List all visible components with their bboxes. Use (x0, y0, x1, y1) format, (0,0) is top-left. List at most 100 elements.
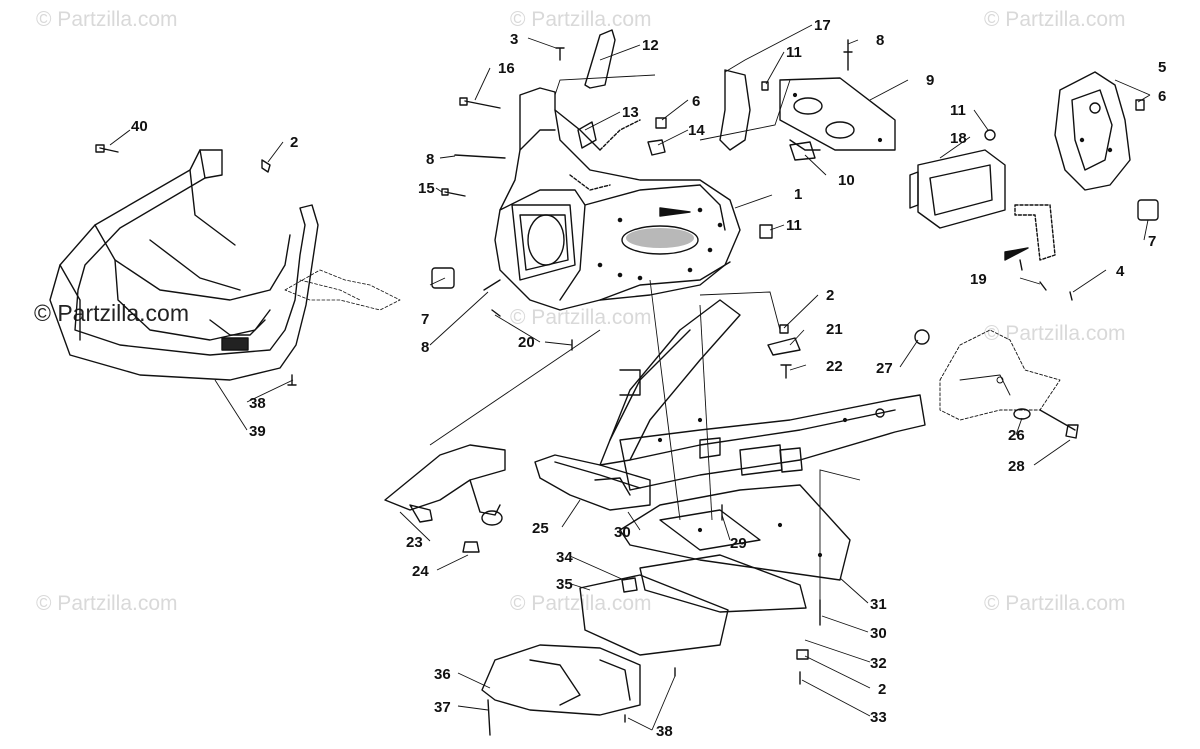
callout-20: 20 (518, 334, 535, 351)
front-bumper-part (49, 149, 319, 381)
tube-part (719, 69, 751, 151)
pin-part (843, 39, 853, 71)
plate-part (639, 554, 807, 613)
bolt-part (555, 47, 565, 61)
callout-9: 9 (926, 72, 934, 89)
callout-26: 26 (1008, 427, 1025, 444)
watermark: © Partzilla.com (510, 8, 652, 31)
callout-1: 1 (794, 186, 802, 203)
callout-34: 34 (556, 549, 573, 566)
grommet-part (1137, 199, 1159, 221)
plate-part (767, 337, 801, 356)
callout-30: 30 (870, 625, 887, 642)
clip-part (796, 649, 809, 660)
callout-7: 7 (1148, 233, 1156, 250)
callout-33: 33 (870, 709, 887, 726)
watermark: © Partzilla.com (510, 306, 652, 329)
callout-12: 12 (642, 37, 659, 54)
bolt-part (780, 364, 792, 379)
leader-lines (109, 24, 1151, 731)
dashed-frame-outline (939, 329, 1061, 421)
callout-11: 11 (786, 217, 802, 234)
callout-6: 6 (1158, 88, 1166, 105)
callout-6: 6 (692, 93, 700, 110)
bracket-part (1014, 204, 1056, 261)
callout-27: 27 (876, 360, 893, 377)
callout-10: 10 (838, 172, 855, 189)
callout-22: 22 (826, 358, 843, 375)
bracket-part (584, 29, 616, 89)
skid-plate-part (619, 484, 851, 581)
watermark: © Partzilla.com (984, 322, 1126, 345)
watermark: © Partzilla.com (984, 592, 1126, 615)
callout-24: 24 (412, 563, 429, 580)
fastener-part (441, 188, 466, 197)
callout-40: 40 (131, 118, 148, 135)
callout-31: 31 (870, 596, 887, 613)
bolt-part (487, 699, 491, 736)
screw-part (624, 667, 676, 723)
main-frame-part (599, 299, 926, 491)
callout-labels: 40 2 38 39 3 12 16 13 6 14 8 15 7 8 20 1… (131, 17, 1166, 740)
nut-part (761, 81, 769, 91)
watermark: © Partzilla.com (510, 592, 652, 615)
engine-mount-part (384, 444, 506, 526)
clip-part (779, 324, 789, 334)
watermark: © Partzilla.com (984, 8, 1126, 31)
clip-part (261, 159, 271, 173)
callout-2: 2 (290, 134, 298, 151)
callout-18: 18 (950, 130, 967, 147)
callout-37: 37 (434, 699, 451, 716)
callout-11: 11 (950, 102, 966, 119)
callout-2: 2 (826, 287, 834, 304)
callout-30: 30 (614, 524, 631, 541)
bolt-part (459, 97, 501, 109)
callout-4: 4 (1116, 263, 1125, 280)
pin-part (454, 154, 506, 159)
bracket-part (789, 141, 816, 161)
callout-32: 32 (870, 655, 887, 672)
callout-16: 16 (498, 60, 515, 77)
guard-part (481, 644, 641, 716)
callout-23: 23 (406, 534, 423, 551)
callout-7: 7 (421, 311, 429, 328)
pin-part (1019, 259, 1023, 271)
cross-member-part (534, 454, 651, 511)
callout-19: 19 (970, 271, 987, 288)
clip-part (759, 224, 773, 239)
plate-part (779, 77, 896, 151)
grommet-part (431, 267, 455, 289)
bolt-part (1039, 281, 1073, 301)
callout-38: 38 (249, 395, 266, 412)
nut-part (914, 329, 930, 345)
clip-part (647, 139, 666, 156)
callout-2: 2 (878, 681, 886, 698)
callout-38: 38 (656, 723, 673, 740)
nut-part (655, 117, 667, 129)
callout-17: 17 (814, 17, 831, 34)
washer-part (1013, 408, 1031, 420)
arrow-marker (1004, 247, 1029, 261)
callout-13: 13 (622, 104, 639, 121)
callout-5: 5 (1158, 59, 1166, 76)
callout-8: 8 (876, 32, 884, 49)
callout-29: 29 (730, 535, 747, 552)
bolt-part (95, 144, 119, 153)
front-bulkhead-part (494, 87, 741, 311)
mount-bracket-part (1054, 71, 1145, 191)
clip-part (621, 577, 638, 593)
watermark: © Partzilla.com (36, 592, 178, 615)
plate-part (579, 574, 729, 656)
callout-39: 39 (249, 423, 266, 440)
dashed-frame-outline (284, 269, 401, 311)
watermark-main: © Partzilla.com (34, 300, 189, 326)
callout-8: 8 (426, 151, 434, 168)
control-module-part (909, 129, 1006, 229)
callout-25: 25 (532, 520, 549, 537)
nut-part (462, 541, 480, 553)
callout-15: 15 (418, 180, 435, 197)
callout-8: 8 (421, 339, 429, 356)
callout-11: 11 (786, 44, 802, 61)
watermark: © Partzilla.com (36, 8, 178, 31)
